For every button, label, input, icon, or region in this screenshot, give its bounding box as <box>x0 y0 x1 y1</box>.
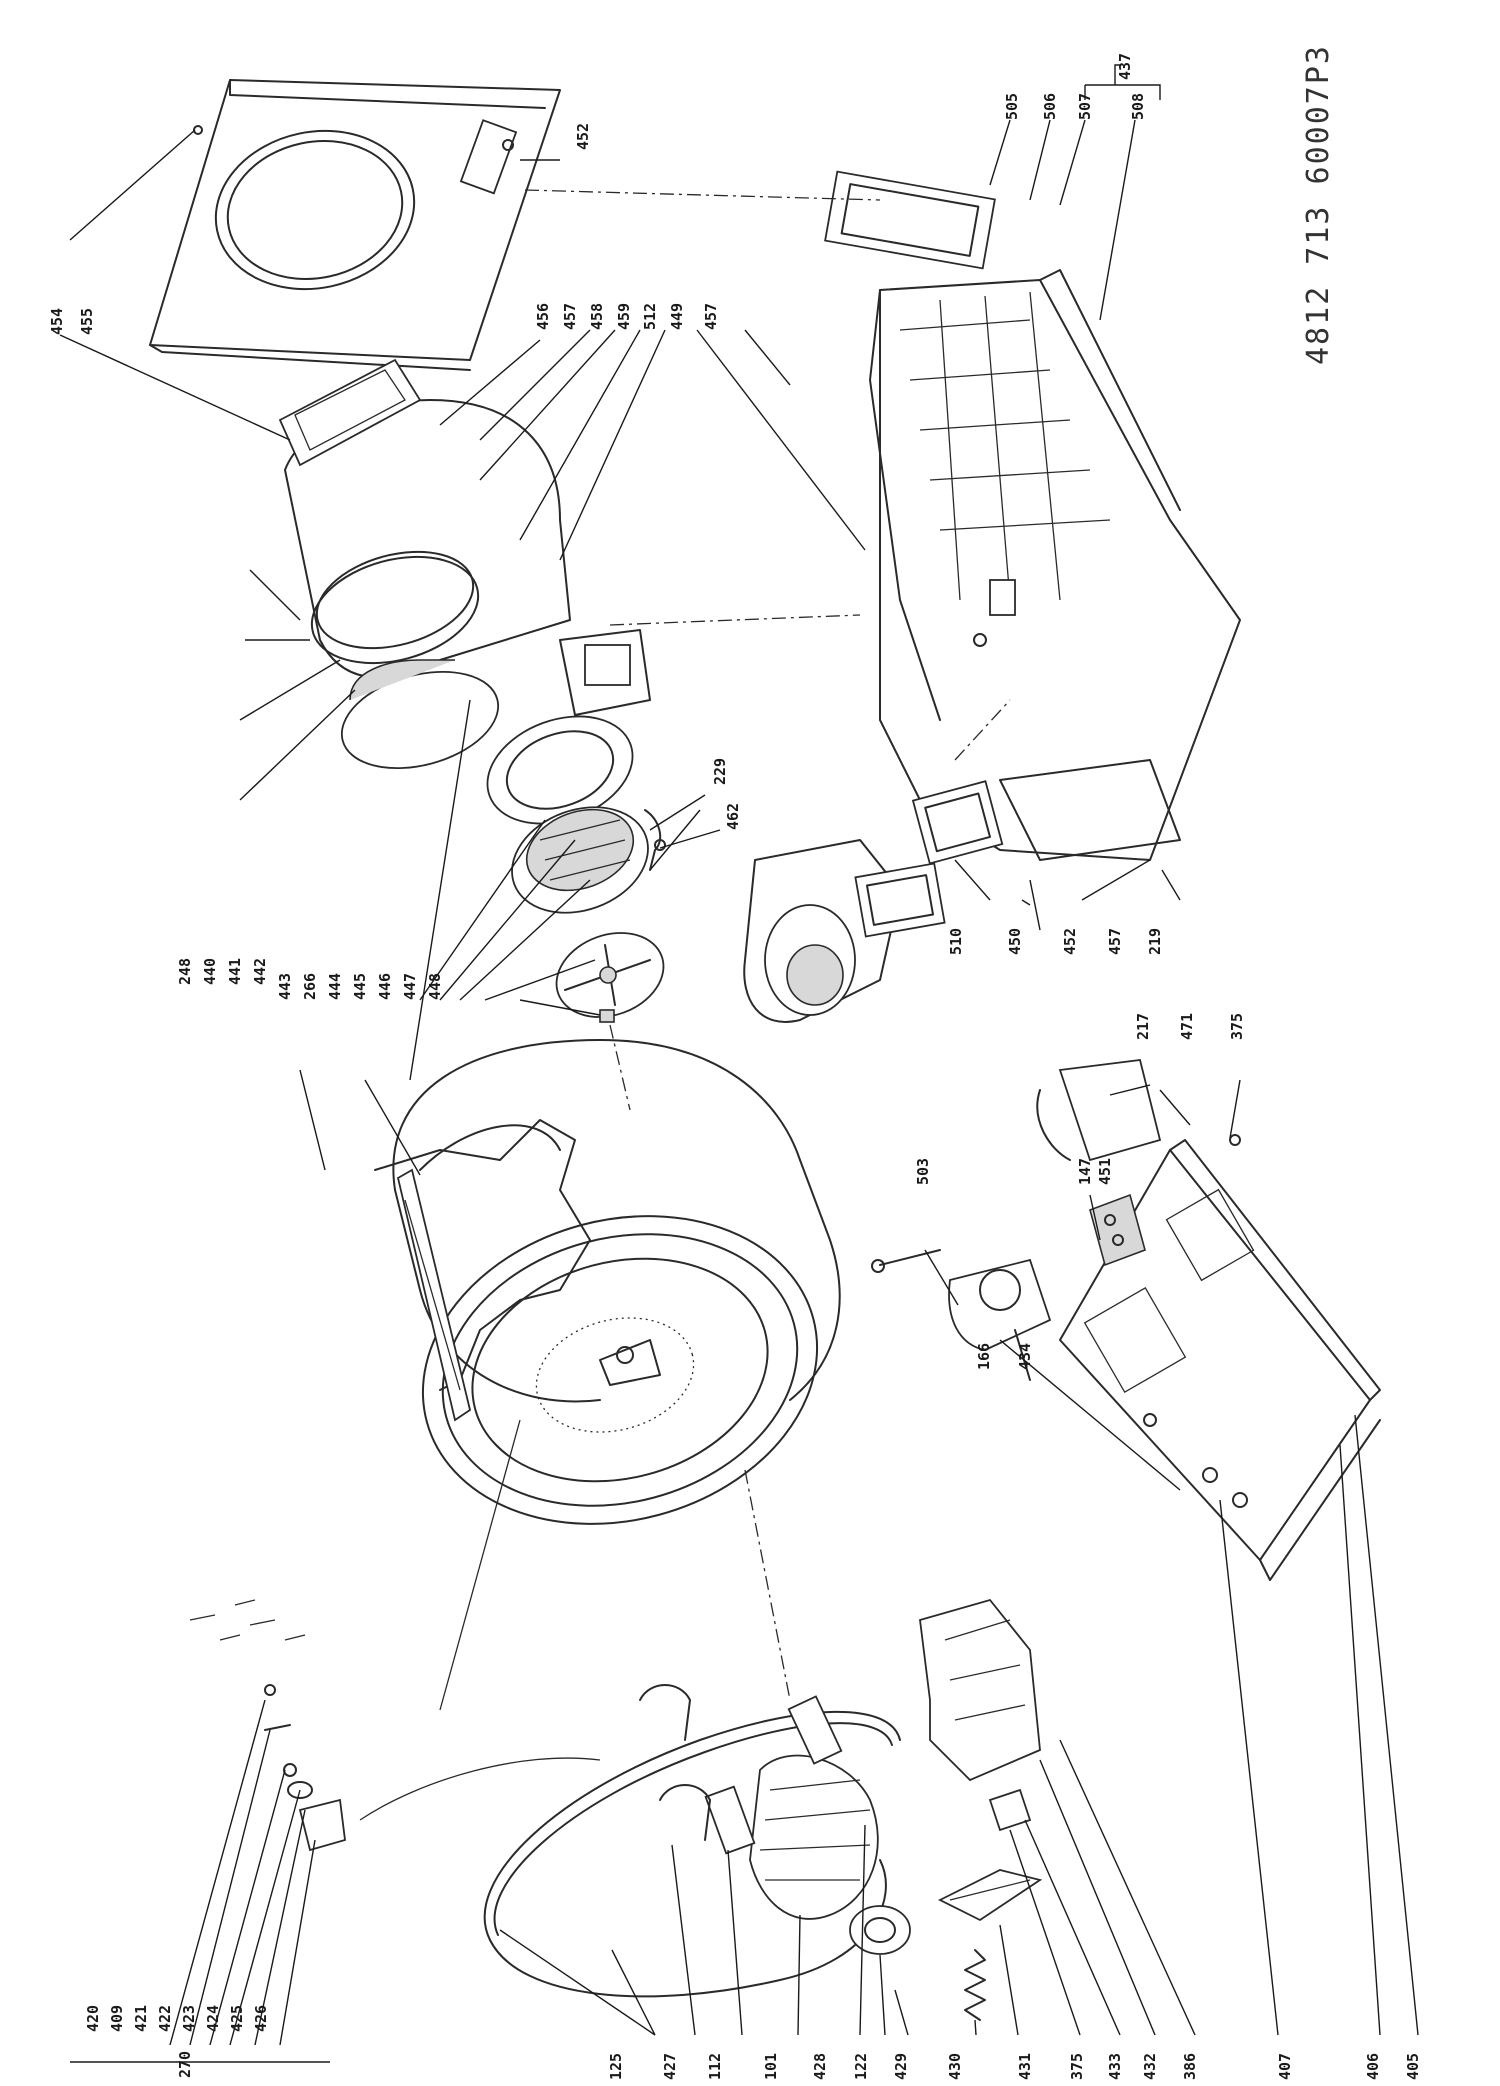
callout-427: 427 <box>661 2053 679 2080</box>
callout-510: 510 <box>947 928 965 955</box>
callout-512: 512 <box>641 303 659 330</box>
callout-424: 424 <box>204 2005 222 2032</box>
callout-425: 425 <box>228 2005 246 2032</box>
heater-duct <box>824 170 1241 861</box>
callout-458: 458 <box>588 303 606 330</box>
callout-labels: 270 420 409 421 422 423 424 425 426 125 … <box>48 53 1422 2080</box>
callout-426: 426 <box>252 2005 270 2032</box>
small-parts-270 <box>189 1599 346 1852</box>
callout-441: 441 <box>226 958 244 985</box>
callout-444: 444 <box>326 973 344 1000</box>
callout-229: 229 <box>711 758 729 785</box>
callout-452-upper: 452 <box>574 123 592 150</box>
callout-219: 219 <box>1146 928 1164 955</box>
drum <box>374 1039 841 1525</box>
document-id: 4812 713 60007P3 <box>1301 44 1336 365</box>
callout-266: 266 <box>301 973 319 1000</box>
callout-217: 217 <box>1134 1013 1152 1040</box>
fan-assembly <box>486 715 666 1023</box>
callout-386: 386 <box>1181 2053 1199 2080</box>
front-panel <box>149 79 561 371</box>
callout-375-lower: 375 <box>1068 2053 1086 2080</box>
callout-503: 503 <box>914 1158 932 1185</box>
callout-457-lower: 457 <box>1106 928 1124 955</box>
callout-457-mid: 457 <box>561 303 579 330</box>
callout-406: 406 <box>1364 2053 1382 2080</box>
callout-421: 421 <box>132 2005 150 2032</box>
callout-112: 112 <box>706 2053 724 2080</box>
callout-452-lower: 452 <box>1061 928 1079 955</box>
callout-405: 405 <box>1404 2053 1422 2080</box>
callout-430: 430 <box>946 2053 964 2080</box>
callout-445: 445 <box>351 973 369 1000</box>
callout-434: 434 <box>1016 1343 1034 1370</box>
callout-448: 448 <box>426 973 444 1000</box>
callout-442: 442 <box>251 958 269 985</box>
callout-431: 431 <box>1016 2053 1034 2080</box>
callout-450: 450 <box>1006 928 1024 955</box>
rear-housing <box>278 358 651 770</box>
callout-447: 447 <box>401 973 419 1000</box>
callout-432: 432 <box>1141 2053 1159 2080</box>
callout-375-upper: 375 <box>1228 1013 1246 1040</box>
callout-248: 248 <box>176 958 194 985</box>
callout-407: 407 <box>1276 2053 1294 2080</box>
callout-455: 455 <box>78 308 96 335</box>
callout-409: 409 <box>108 2005 126 2032</box>
callout-423: 423 <box>180 2005 198 2032</box>
callout-443: 443 <box>276 973 294 1000</box>
alignment-lines <box>359 189 1011 1821</box>
callout-433: 433 <box>1106 2053 1124 2080</box>
callout-462: 462 <box>724 803 742 830</box>
callout-508: 508 <box>1129 93 1147 120</box>
callout-122: 122 <box>852 2053 870 2080</box>
callout-440: 440 <box>201 958 219 985</box>
callout-446: 446 <box>376 973 394 1000</box>
callout-125: 125 <box>607 2053 625 2080</box>
callout-507: 507 <box>1076 93 1094 120</box>
callout-506: 506 <box>1041 93 1059 120</box>
callout-456: 456 <box>534 303 552 330</box>
callout-451: 451 <box>1096 1158 1114 1185</box>
callout-505: 505 <box>1003 93 1021 120</box>
callout-459: 459 <box>615 303 633 330</box>
callout-454: 454 <box>48 308 66 335</box>
leader-lines <box>59 64 1419 2063</box>
callout-428: 428 <box>811 2053 829 2080</box>
callout-166: 166 <box>975 1343 993 1370</box>
callout-437: 437 <box>1116 53 1134 80</box>
callout-422: 422 <box>156 2005 174 2032</box>
callout-101: 101 <box>762 2053 780 2080</box>
support-bracket <box>919 1598 1041 1832</box>
callout-449: 449 <box>668 303 686 330</box>
blower-510 <box>743 780 1004 1023</box>
callout-471: 471 <box>1178 1013 1196 1040</box>
callout-457-upper: 457 <box>702 303 720 330</box>
callout-429: 429 <box>892 2053 910 2080</box>
controls <box>871 1059 1241 1381</box>
motor-belt <box>483 1684 1043 2021</box>
callout-270: 270 <box>176 2051 194 2078</box>
callout-147: 147 <box>1076 1158 1094 1185</box>
callout-420: 420 <box>84 2005 102 2032</box>
